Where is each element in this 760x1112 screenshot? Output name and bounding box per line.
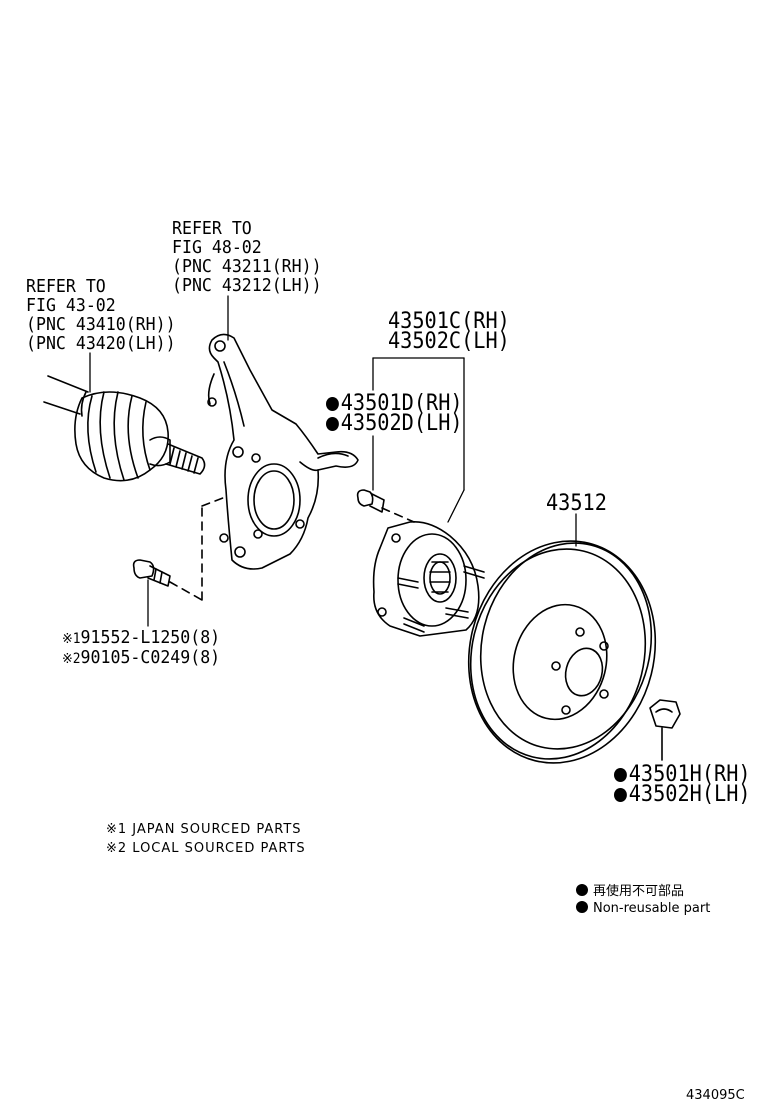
non-reusable-dot-icon [614, 768, 627, 782]
alignment-lines [169, 495, 415, 601]
hub-bearing-assembly [372, 520, 485, 637]
knuckle-ref-line1: REFER TO [172, 218, 252, 239]
axle-ref-line4: (PNC 43420(LH)) [26, 333, 176, 354]
knuckle-ref-line3: (PNC 43211(RH)) [172, 256, 322, 277]
figure-number: 434095C [686, 1088, 745, 1103]
bolt-local-part-number: ※290105-C0249(8) [62, 647, 221, 668]
non-reusable-dot-icon [326, 417, 339, 431]
axle-ref-line3: (PNC 43410(RH)) [26, 314, 176, 335]
nut-lh-part-number: 43502H(LH) [614, 784, 751, 806]
brake-disc [467, 540, 657, 764]
bolt-japan-part-number: ※191552-L1250(8) [62, 627, 221, 648]
knuckle-ref-line4: (PNC 43212(LH)) [172, 275, 322, 296]
hub-bolt-lh-part-number: 43502D(LH) [326, 413, 463, 435]
non-reusable-dot-icon [326, 397, 339, 411]
leader-lines [89, 295, 577, 627]
axle-ref-line2: FIG 43-02 [26, 295, 116, 316]
non-reusable-dot-icon [576, 901, 588, 913]
note-japan-sourced: ※1 JAPAN SOURCED PARTS [106, 822, 302, 837]
knuckle-ref-line2: FIG 48-02 [172, 237, 262, 258]
non-reusable-dot-icon [614, 788, 627, 802]
non-reusable-dot-icon [576, 884, 588, 896]
knuckle-bolt [132, 559, 171, 587]
legend-non-reusable-jp: 再使用不可部品 [576, 880, 684, 899]
legend-non-reusable-en: Non-reusable part [576, 901, 710, 916]
axle-ref-line1: REFER TO [26, 276, 106, 297]
note-local-sourced: ※2 LOCAL SOURCED PARTS [106, 841, 306, 856]
nut-rh-part-number: 43501H(RH) [614, 764, 751, 786]
hub-assy-lh-part-number: 43502C(LH) [388, 329, 510, 354]
hub-bolt [356, 489, 385, 513]
hub-nut [649, 699, 681, 761]
steering-knuckle [207, 333, 359, 570]
hub-bolt-rh-part-number: 43501D(RH) [326, 393, 463, 415]
drive-shaft-cv-joint [43, 375, 206, 482]
hub-assy-rh-part-number: 43501C(RH) [388, 309, 510, 334]
disc-part-number: 43512 [546, 491, 607, 516]
